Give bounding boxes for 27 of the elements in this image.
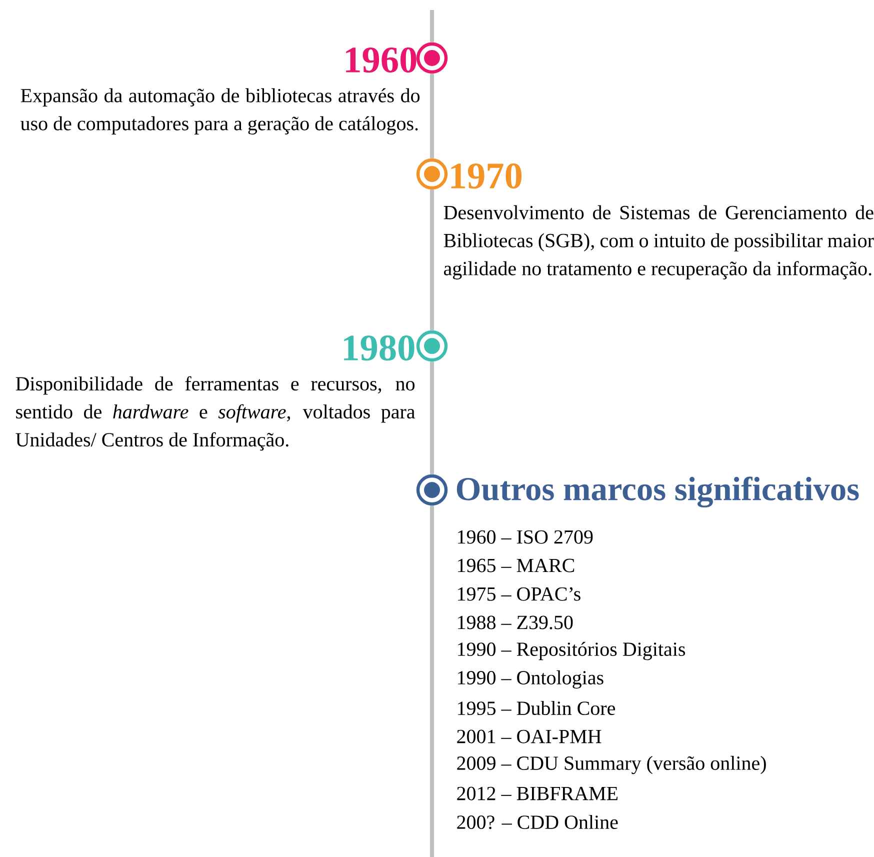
timeline-line	[430, 10, 434, 42]
description-text: Desenvolvimento de Sistemas de Gerenciamento de Bibliotecas (SGB), com o intuito de possibilitar maior agilidade no tratamento e recuperação da informação.	[444, 205, 874, 280]
milestone-item: 2012 – BIBFRAME	[457, 786, 618, 800]
milestone-item: 200? – CDD Online	[457, 814, 618, 830]
milestone-item: 2001 – OAI-PMH	[457, 730, 602, 744]
description-text: Expansão da automação de bibliotecas através do uso de computadores para a geração de catálogos.	[20, 88, 420, 134]
milestone-item: 1990 – Repositórios Digitais	[458, 642, 685, 660]
milestone-item: 2009 – CDU Summary (versão online)	[457, 756, 766, 774]
milestone-item: 1965 – MARC	[458, 558, 574, 572]
milestone-item: 1988 – Z39.50	[458, 616, 573, 630]
timeline-line	[430, 506, 434, 857]
milestone-item: 1995 – Dublin Core	[458, 700, 615, 716]
timeline-marker	[416, 474, 448, 506]
timeline-marker	[416, 158, 448, 190]
description-text: Disponibilidade de ferramentas e recursos, no sentido de hardware e software, voltados para Unidades/ Centros de Informação.	[16, 376, 415, 451]
milestone-item: 1990 – Ontologias	[458, 670, 604, 689]
timeline-marker	[416, 330, 448, 362]
milestone-item: 1975 – OPAC’s	[458, 587, 580, 601]
year-label: 1970	[451, 163, 522, 189]
year-label: 1980	[344, 335, 414, 361]
timeline-line	[430, 74, 434, 158]
timeline-marker	[416, 42, 448, 74]
year-label: 1960	[346, 47, 416, 73]
milestone-item: 1960 – ISO 2709	[458, 530, 593, 544]
timeline-line	[430, 190, 434, 330]
heading: Outros marcos significativos	[456, 476, 859, 508]
timeline-line	[430, 362, 434, 474]
